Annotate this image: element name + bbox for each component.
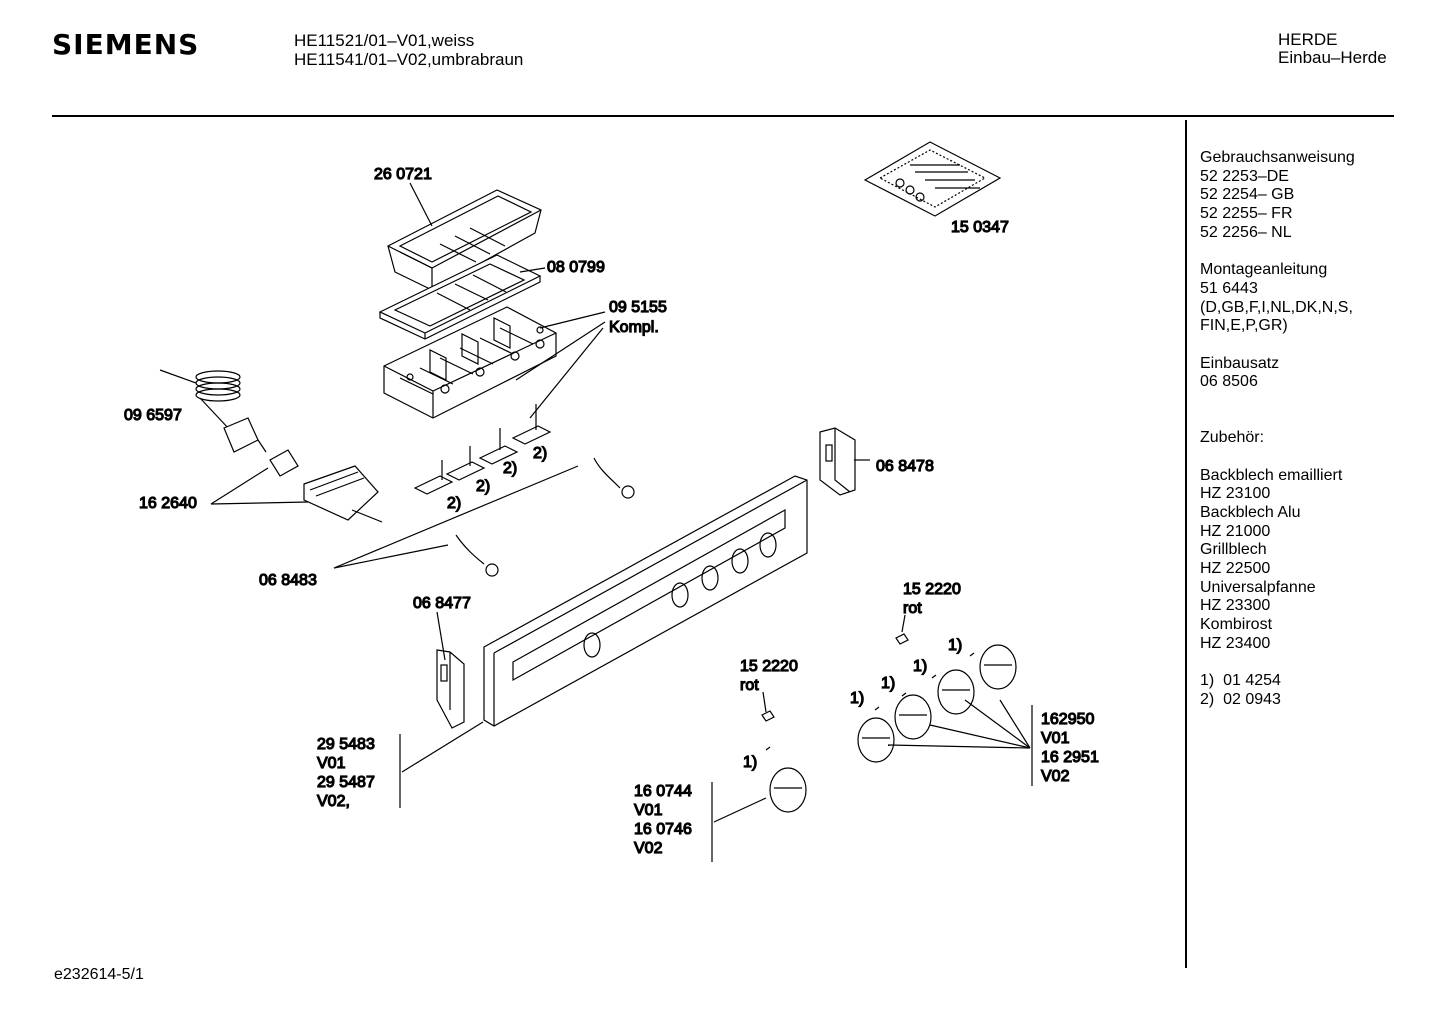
lamp-parts — [455, 457, 635, 577]
panel-knob-slots — [583, 532, 777, 658]
accessory-code: HZ 23400 — [1200, 634, 1271, 652]
switch-block-part — [383, 306, 557, 419]
manual-entry: 52 2254– GB — [1200, 186, 1295, 204]
knob-1 — [857, 717, 895, 763]
leader-lines — [210, 182, 1033, 862]
footnote: 1) 01 4254 — [1200, 672, 1281, 690]
accessories-title: Zubehör: — [1200, 429, 1265, 447]
install-langs: FIN,E,P,GR) — [1200, 317, 1288, 335]
label-152220-b-note: rot — [740, 677, 759, 694]
label-068483: 06 8483 — [259, 572, 317, 589]
slide-switches — [413, 404, 552, 495]
plate-part — [378, 254, 542, 340]
label-162950: 162950 — [1041, 711, 1094, 728]
accessory-name: Grillblech — [1200, 541, 1267, 559]
label-295483-v: V01 — [317, 755, 346, 772]
model-list: HE11521/01–V01,weiss HE11541/01–V02,umbr… — [294, 31, 523, 69]
ref-2: 2) — [447, 495, 461, 512]
ref-1: 1) — [743, 754, 757, 771]
accessory-code: HZ 23100 — [1200, 485, 1271, 503]
exploded-diagram: 26 0721 08 0799 09 5155 Kompl. 15 0347 0… — [123, 141, 1100, 862]
install-section: Montageanleitung 51 6443 (D,GB,F,I,NL,DK… — [1200, 261, 1355, 336]
clip-b — [761, 710, 775, 722]
label-068478: 06 8478 — [876, 458, 934, 475]
kit-section: Einbausatz 06 8506 — [1200, 355, 1355, 392]
kit-title: Einbausatz — [1200, 354, 1280, 372]
label-095155: 09 5155 — [609, 299, 667, 316]
label-160744: 16 0744 — [634, 783, 692, 800]
header-divider — [52, 115, 1394, 117]
category: HERDE Einbau–Herde — [1278, 31, 1387, 67]
label-162640: 16 2640 — [139, 495, 197, 512]
ref-2: 2) — [476, 478, 490, 495]
label-160746: 16 0746 — [634, 821, 692, 838]
category-2: Einbau–Herde — [1278, 48, 1387, 67]
label-162951: 16 2951 — [1041, 749, 1099, 766]
manual-section: Gebrauchsanweisung 52 2253–DE 52 2254– G… — [1200, 149, 1355, 243]
screw-bag-part — [863, 141, 1002, 217]
accessory-code: HZ 23300 — [1200, 597, 1271, 615]
label-150347: 15 0347 — [951, 219, 1009, 236]
ref-1: 1) — [913, 658, 927, 675]
accessory-name: Backblech Alu — [1200, 503, 1301, 521]
install-number: 51 6443 — [1200, 279, 1258, 297]
knob-3 — [937, 669, 975, 715]
footnotes: 1) 01 4254 2) 02 0943 — [1200, 672, 1355, 709]
knob-single — [769, 767, 807, 813]
model-1: HE11521/01–V01,weiss — [294, 31, 475, 50]
ref-1: 1) — [881, 675, 895, 692]
label-260721: 26 0721 — [374, 166, 432, 183]
accessory-name: Universalpfanne — [1200, 578, 1316, 596]
label-096597: 09 6597 — [124, 407, 182, 424]
switch-part — [269, 449, 383, 523]
label-152220-a: 15 2220 — [903, 581, 961, 598]
knob-group — [761, 633, 1017, 813]
label-152220-b: 15 2220 — [740, 658, 798, 675]
accessory-code: HZ 21000 — [1200, 522, 1271, 540]
kit-number: 06 8506 — [1200, 373, 1258, 391]
accessory-code: HZ 22500 — [1200, 560, 1271, 578]
knob-4 — [979, 644, 1017, 690]
sidebar-divider — [1185, 120, 1187, 968]
label-095155-note: Kompl. — [609, 319, 659, 336]
manual-entry: 52 2256– NL — [1200, 223, 1292, 241]
manual-entry: 52 2255– FR — [1200, 205, 1293, 223]
label-162950-v: V01 — [1041, 730, 1070, 747]
label-295487: 29 5487 — [317, 774, 375, 791]
tray-part — [387, 189, 542, 291]
label-160744-v: V01 — [634, 802, 663, 819]
knob-markers — [765, 652, 975, 751]
label-295487-v: V02, — [317, 793, 350, 810]
bracket-left — [436, 649, 465, 729]
ref-1: 1) — [850, 690, 864, 707]
ref-2: 2) — [533, 445, 547, 462]
label-162951-v: V02 — [1041, 768, 1070, 785]
ref-2: 2) — [503, 460, 517, 477]
knob-2 — [894, 694, 932, 740]
label-160746-v: V02 — [634, 840, 663, 857]
install-title: Montageanleitung — [1200, 261, 1328, 279]
bracket-right — [819, 427, 856, 496]
clip-a — [895, 633, 909, 645]
thermostat-part — [159, 369, 267, 453]
label-295483: 29 5483 — [317, 736, 375, 753]
control-panel — [483, 475, 808, 727]
sidebar: Gebrauchsanweisung 52 2253–DE 52 2254– G… — [1200, 149, 1355, 710]
label-152220-a-note: rot — [903, 600, 922, 617]
ref-1: 1) — [948, 637, 962, 654]
model-2: HE11541/01–V02,umbrabraun — [294, 50, 524, 69]
accessory-name: Kombirost — [1200, 616, 1273, 634]
manual-title: Gebrauchsanweisung — [1200, 149, 1355, 166]
brand-logo: SIEMENS — [52, 28, 200, 61]
label-080799: 08 0799 — [547, 259, 605, 276]
accessory-name: Backblech emailliert — [1200, 466, 1343, 484]
manual-entry: 52 2253–DE — [1200, 167, 1289, 185]
category-1: HERDE — [1278, 30, 1338, 49]
install-langs: (D,GB,F,I,NL,DK,N,S, — [1200, 298, 1353, 316]
footer-code: e232614-5/1 — [54, 966, 144, 983]
footnote: 2) 02 0943 — [1200, 690, 1281, 708]
accessories-section: Zubehör: Backblech emailliert HZ 23100 B… — [1200, 429, 1355, 653]
label-068477: 06 8477 — [413, 595, 471, 612]
